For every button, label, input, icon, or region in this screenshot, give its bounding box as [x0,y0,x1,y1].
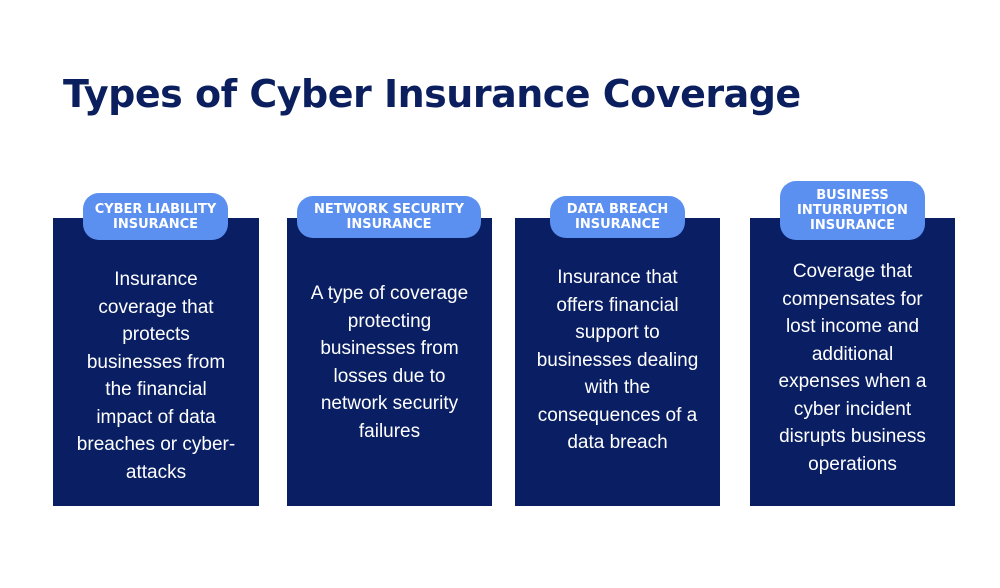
card-description: Insurance that offers financial support … [536,267,699,453]
card-description: Coverage that compensates for lost incom… [778,261,927,475]
coverage-card-cyber-liability: Insurance coverage that protects busines… [53,218,259,506]
card-label-badge: NETWORK SECURITY INSURANCE [297,196,481,238]
page-title: Types of Cyber Insurance Coverage [63,72,801,116]
card-label-badge: DATA BREACH INSURANCE [550,196,685,238]
coverage-card-data-breach: Insurance that offers financial support … [515,218,720,506]
card-description: A type of coverage protecting businesses… [310,283,469,442]
coverage-card-network-security: A type of coverage protecting businesses… [287,218,492,506]
card-label-badge: BUSINESS INTURRUPTION INSURANCE [780,181,925,240]
coverage-card-business-interruption: Coverage that compensates for lost incom… [750,218,955,506]
card-label-badge: CYBER LIABILITY INSURANCE [83,193,228,240]
card-description: Insurance coverage that protects busines… [76,269,236,483]
